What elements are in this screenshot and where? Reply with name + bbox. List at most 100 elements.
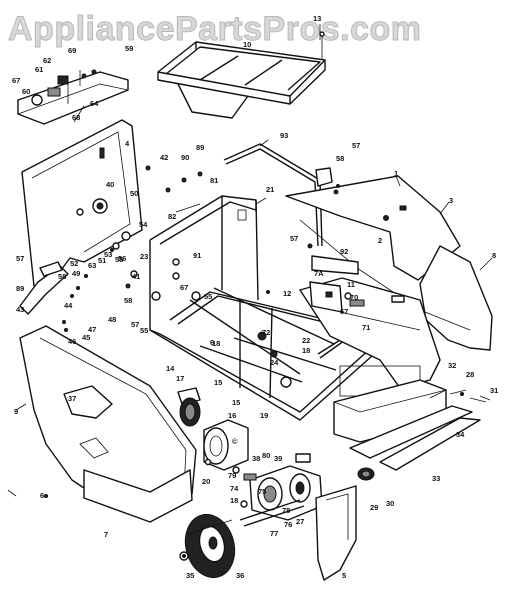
callout-50: 50 [130, 189, 138, 198]
callout-55-a: 55 [115, 255, 123, 264]
callout-4: 4 [125, 139, 130, 148]
callout-57-top: 57 [352, 141, 360, 150]
rear-housing [285, 175, 493, 351]
callout-61: 61 [35, 65, 43, 74]
callout-67-top: 67 [12, 76, 20, 85]
callout-23: 23 [140, 252, 148, 261]
callout-19: 19 [260, 411, 268, 420]
callout-60: 60 [22, 87, 30, 96]
callout-32: 32 [448, 361, 456, 370]
callout-21: 21 [266, 185, 274, 194]
callout-63: 63 [88, 261, 96, 270]
callout-12: 12 [283, 289, 291, 298]
callout-72: 72 [262, 328, 270, 337]
svg-text:©: © [232, 437, 238, 446]
callout-2: 2 [378, 236, 382, 245]
callout-68: 68 [72, 113, 80, 122]
callout-15-b: 15 [232, 398, 240, 407]
callout-58-top: 58 [336, 154, 344, 163]
callout-52: 52 [70, 259, 78, 268]
callout-6: 6 [210, 338, 214, 347]
callout-74: 74 [230, 484, 239, 493]
callout-43: 43 [16, 305, 24, 314]
callout-3: 3 [449, 196, 453, 205]
callout-20: 20 [202, 477, 210, 486]
discharge-chute [333, 379, 481, 471]
callout-22: 22 [302, 336, 310, 345]
callout-57-mid: 57 [290, 234, 298, 243]
callout-10: 10 [243, 40, 251, 49]
callout-51: 51 [98, 256, 106, 265]
callout-59: 59 [125, 44, 133, 53]
callout-18-b: 18 [302, 346, 310, 355]
callout-39: 39 [274, 454, 282, 463]
callout-67-right: 67 [340, 307, 348, 316]
motor: © [203, 419, 249, 471]
callout-64-top: 64 [90, 99, 99, 108]
lower-shroud [315, 485, 357, 581]
callout-57-left: 57 [16, 254, 24, 263]
callout-33: 33 [432, 474, 440, 483]
callout-44: 44 [64, 301, 73, 310]
callout-56: 56 [118, 254, 126, 263]
drive-assembly [204, 453, 323, 527]
callout-7: 7 [104, 530, 108, 539]
callout-70: 70 [350, 293, 358, 302]
control-rod [223, 143, 333, 247]
callout-89-left: 89 [16, 284, 24, 293]
wheel [184, 513, 236, 579]
callout-92: 92 [340, 247, 348, 256]
leader-lines [7, 24, 493, 497]
callout-55-b: 55 [204, 292, 212, 301]
callout-9: 9 [14, 407, 18, 416]
callout-7A: 7A [314, 269, 324, 278]
callout-27: 27 [296, 517, 304, 526]
callout-77: 77 [270, 529, 278, 538]
callout-78: 78 [282, 506, 290, 515]
control-bracket [17, 69, 129, 125]
callout-37: 37 [68, 394, 76, 403]
callout-1: 1 [394, 169, 398, 178]
side-panel-left [21, 119, 143, 291]
callout-69: 69 [68, 46, 76, 55]
callout-75: 75 [258, 487, 266, 496]
callout-49: 49 [72, 269, 80, 278]
callout-82: 82 [168, 212, 176, 221]
callout-36: 36 [236, 571, 244, 580]
bottom-skid-plate [83, 469, 193, 523]
callout-40: 40 [106, 180, 114, 189]
callout-30: 30 [386, 499, 394, 508]
callout-14: 14 [166, 364, 175, 373]
callout-34: 34 [456, 430, 465, 439]
callout-55-c: 55 [140, 326, 148, 335]
callout-42: 42 [160, 153, 168, 162]
callout-48: 48 [108, 315, 116, 324]
handle-grip-rail [19, 261, 69, 315]
callout-labels: 13 10 69 59 62 61 67 60 64 68 4 93 58 57… [12, 14, 498, 580]
callout-81: 81 [210, 176, 218, 185]
callout-35: 35 [186, 571, 194, 580]
callout-91: 91 [193, 251, 201, 260]
callout-5: 5 [342, 571, 346, 580]
callout-90: 90 [181, 153, 189, 162]
callout-13: 13 [313, 14, 321, 23]
callout-45: 45 [82, 333, 90, 342]
callout-54: 54 [139, 220, 148, 229]
callout-28: 28 [466, 370, 474, 379]
callout-80: 80 [262, 451, 270, 460]
callout-58-left: 58 [58, 272, 66, 281]
callout-71: 71 [362, 323, 370, 332]
callout-93: 93 [280, 131, 288, 140]
callout-46: 46 [68, 337, 76, 346]
hardware-items [44, 31, 487, 561]
callout-16: 16 [228, 411, 236, 420]
callout-76: 76 [284, 520, 292, 529]
callout-58-mid: 58 [124, 296, 132, 305]
callout-57-low: 57 [131, 320, 139, 329]
callout-67-mid: 67 [180, 283, 188, 292]
callout-17: 17 [176, 374, 184, 383]
callout-62: 62 [43, 56, 51, 65]
callout-18-a: 18 [212, 339, 220, 348]
callout-53: 53 [104, 250, 112, 259]
